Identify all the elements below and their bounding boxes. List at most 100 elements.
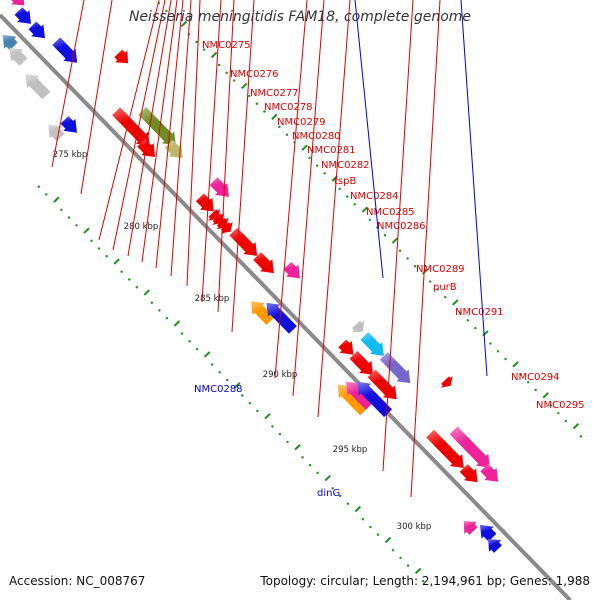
gene-label: NMC0284: [350, 191, 399, 202]
gene-arrow: [164, 139, 183, 159]
tick-mark-major: [271, 113, 278, 120]
gene-arrow: [2, 34, 18, 51]
accession-info: Accession: NC_008767: [9, 574, 145, 588]
gene-arrow: [250, 301, 275, 325]
gene-label: purB: [433, 282, 457, 293]
scale-label: 295 kbp: [333, 445, 368, 455]
tick-dot: [428, 280, 432, 283]
tick-dot: [398, 249, 402, 252]
tick-dot: [406, 564, 410, 567]
gene-label: NMC0282: [321, 160, 370, 171]
tick-dot: [308, 156, 311, 160]
topology-value: circular: [320, 574, 365, 588]
tick-mark-major: [210, 51, 218, 59]
tick-dot: [323, 172, 326, 175]
tick-dot: [218, 371, 221, 374]
gene-label-leader: [98, 0, 160, 241]
tick-dot: [346, 195, 349, 198]
tick-dot: [489, 342, 492, 345]
tick-dot: [301, 456, 304, 459]
accession-value: NC_008767: [76, 574, 146, 588]
tick-dot: [338, 187, 341, 191]
gene-arrow: [266, 302, 297, 334]
tick-dot: [263, 110, 266, 113]
gene-label: dinG: [317, 488, 340, 499]
tick-mark-major: [180, 20, 188, 28]
tick-mark-major: [452, 299, 459, 306]
tick-dot: [369, 525, 372, 529]
tick-dot: [150, 301, 154, 304]
tick-dot: [210, 363, 214, 366]
tick-mark-major: [294, 444, 301, 451]
tick-mark-major: [391, 237, 399, 244]
tick-dot: [90, 239, 93, 242]
gene-arrow: [346, 381, 374, 410]
tick-dot: [315, 164, 319, 167]
gene-arrow: [9, 47, 28, 66]
gene-label-leader: [292, 0, 325, 397]
tick-mark-major: [53, 196, 60, 203]
gene-label: NMC0281: [307, 145, 356, 156]
gene-arrow: [379, 352, 411, 384]
gene-arrow: [360, 332, 384, 356]
backbone-line: [0, 13, 572, 600]
length-label: Length:: [372, 574, 419, 588]
tick-dot: [579, 435, 583, 438]
tick-mark-major: [361, 206, 369, 213]
gene-arrow: [52, 37, 78, 63]
tick-mark-major: [203, 351, 211, 358]
gene-arrow: [195, 193, 214, 212]
gene-arrow: [11, 0, 25, 6]
tick-dot: [421, 579, 425, 583]
topology-info: Topology: circular; Length: 2,194,961 bp…: [260, 574, 590, 588]
tick-dot: [346, 502, 350, 505]
tick-dot: [474, 326, 477, 330]
topology-label: Topology:: [260, 574, 317, 588]
tick-dot: [165, 316, 169, 320]
tick-dot: [376, 533, 380, 536]
accession-label: Accession:: [9, 574, 73, 588]
tick-dot: [37, 185, 40, 188]
tick-dot: [158, 309, 161, 312]
gene-arrow: [28, 21, 45, 39]
gene-label-leader: [141, 0, 178, 263]
tick-dot: [195, 40, 198, 44]
tick-mark-major: [414, 567, 422, 575]
gene-arrow: [209, 177, 229, 197]
scale-label: 290 kbp: [263, 370, 298, 380]
tick-dot: [180, 332, 184, 335]
gene-arrow: [48, 124, 65, 142]
gene-label: NMC0280: [292, 131, 341, 142]
tick-dot: [496, 350, 500, 353]
scale-label: 300 kbp: [397, 522, 432, 532]
tick-dot: [331, 487, 334, 490]
tick-mark-major: [301, 144, 308, 151]
gene-label: tspB: [334, 176, 356, 187]
gene-arrow: [480, 463, 499, 482]
gene-arrow: [112, 107, 150, 146]
tick-mark-major: [542, 392, 549, 399]
tick-dot: [285, 133, 289, 136]
gene-label: NMC0295: [536, 400, 585, 411]
gene-label: NMC0277: [250, 88, 299, 99]
gene-arrow: [60, 116, 77, 133]
gene-arrow: [459, 464, 478, 483]
tick-dot: [549, 404, 552, 407]
tick-dot: [60, 208, 63, 212]
tick-dot: [316, 471, 319, 475]
gene-arrow: [138, 107, 176, 146]
gene-label-leader: [410, 0, 441, 498]
gene-label-leader: [201, 0, 222, 303]
scale-label: 275 kbp: [53, 150, 88, 160]
tick-mark-major: [173, 320, 181, 327]
tick-dot: [188, 340, 191, 343]
gene-arrow: [229, 227, 258, 256]
gene-label-leader: [317, 0, 351, 418]
gene-label-leader: [112, 0, 166, 251]
tick-mark-major: [143, 289, 151, 296]
gene-label-leader: [460, 0, 488, 377]
gene-arrow: [220, 221, 233, 234]
gene-label: NMC0289: [416, 264, 465, 275]
tick-mark-major: [264, 413, 271, 420]
tick-mark-major: [234, 382, 241, 389]
